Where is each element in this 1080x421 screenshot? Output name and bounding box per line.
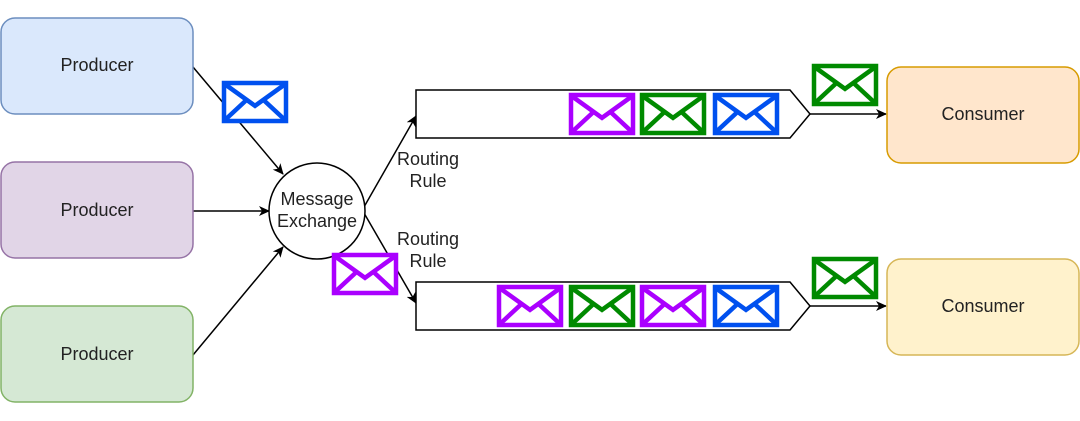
envelope-flap	[642, 287, 704, 325]
message-exchange-circle	[268, 162, 366, 260]
envelope-flap	[334, 255, 396, 293]
routing-rule-2-line2: Rule	[409, 251, 446, 271]
consumer-1[interactable]: Consumer	[886, 66, 1080, 164]
envelope-icon	[639, 92, 707, 136]
message-exchange[interactable]: Message Exchange	[268, 162, 366, 260]
routing-rule-1: Routing Rule	[397, 149, 459, 191]
producer-1-label: Producer	[60, 55, 133, 75]
routing-rule-1-line2: Rule	[409, 171, 446, 191]
producer-2[interactable]: Producer	[0, 161, 194, 259]
consumer-1-label: Consumer	[941, 104, 1024, 124]
consumer-1-box	[886, 66, 1080, 164]
envelope-icon	[568, 92, 636, 136]
producer-3-box	[0, 305, 194, 403]
producer-1[interactable]: Producer	[0, 17, 194, 115]
envelope-icon	[811, 63, 879, 107]
message-exchange-label-line1: Message	[280, 189, 353, 209]
envelopes	[221, 63, 879, 328]
envelope-icon	[331, 252, 399, 296]
producer-3-to-exchange-arrow	[192, 246, 284, 356]
envelope-icon	[712, 92, 780, 136]
envelope-icon	[568, 284, 636, 328]
envelope-icon	[811, 256, 879, 300]
routing-rule-2: Routing Rule	[397, 229, 459, 271]
envelope-flap	[814, 66, 876, 104]
producer-1-box	[0, 17, 194, 115]
envelope-icon	[639, 284, 707, 328]
envelope-icon	[496, 284, 564, 328]
envelope-flap	[571, 95, 633, 133]
envelope-flap	[224, 83, 286, 121]
routing-rule-2-line1: Routing	[397, 229, 459, 249]
exchange-to-queue-1-arrow	[363, 115, 417, 208]
consumer-2-box	[886, 258, 1080, 356]
envelope-flap	[814, 259, 876, 297]
routing-rule-1-line1: Routing	[397, 149, 459, 169]
envelope-icon	[712, 284, 780, 328]
producer-2-box	[0, 161, 194, 259]
envelope-flap	[715, 287, 777, 325]
producer-3-label: Producer	[60, 344, 133, 364]
envelope-flap	[499, 287, 561, 325]
producer-3[interactable]: Producer	[0, 305, 194, 403]
message-exchange-label-line2: Exchange	[277, 211, 357, 231]
producer-2-label: Producer	[60, 200, 133, 220]
consumer-2[interactable]: Consumer	[886, 258, 1080, 356]
envelope-flap	[642, 95, 704, 133]
consumer-2-label: Consumer	[941, 296, 1024, 316]
envelope-flap	[715, 95, 777, 133]
envelope-flap	[571, 287, 633, 325]
envelope-icon	[221, 80, 289, 124]
